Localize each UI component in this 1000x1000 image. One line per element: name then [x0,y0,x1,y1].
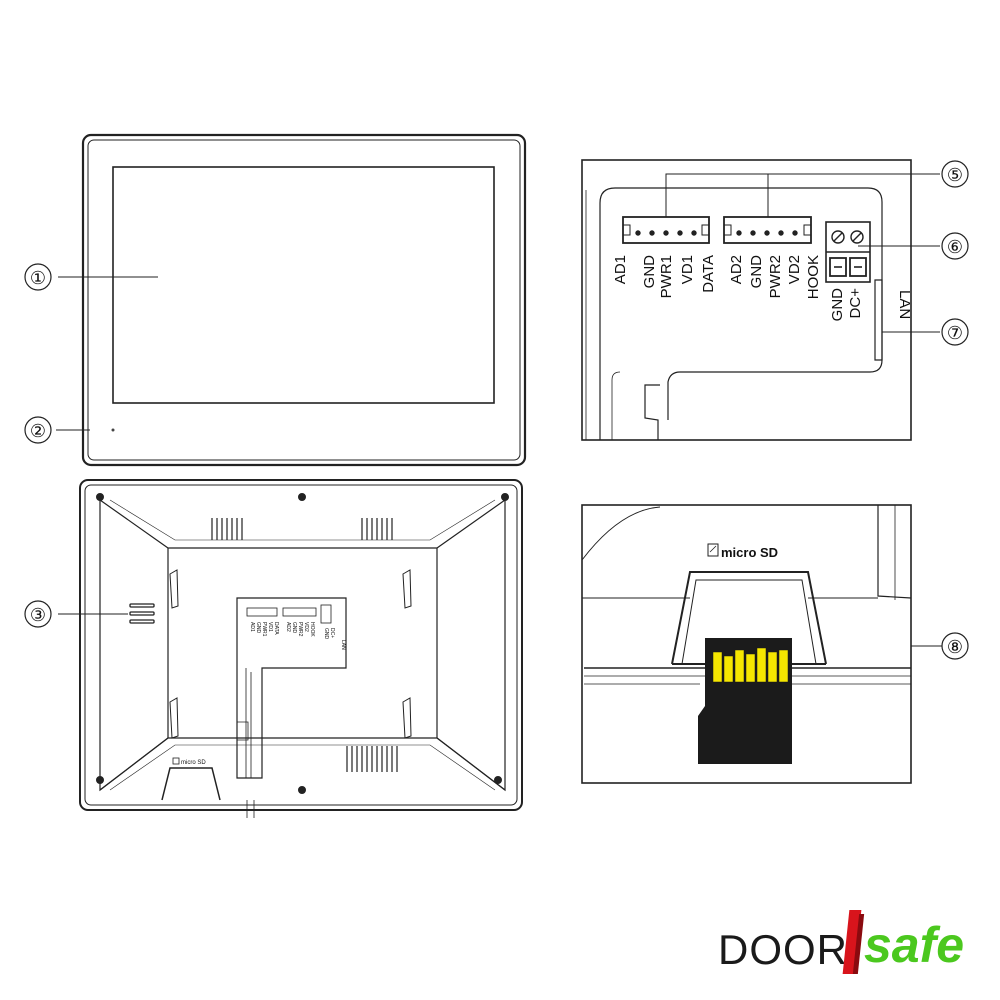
back-label-gnd1: GND [255,622,261,634]
back-sd-label: micro SD [181,760,206,766]
label-pwr2: PWR2 [767,255,784,298]
back-label-gnd2: GND [291,622,297,634]
back-label-lan: LAN [340,640,346,650]
label-vd2: VD2 [786,255,803,284]
back-label-dc: DC+ [329,628,335,638]
label-pwr1: PWR1 [658,255,675,298]
sd-label: micro SD [721,545,778,560]
label-dc: DC+ [847,288,864,319]
callout-3: ③ [30,605,46,625]
label-lan: LAN [896,290,913,319]
front-view [56,133,527,467]
label-data: DATA [700,255,717,293]
logo-door-text: DOOR [718,926,848,973]
label-ad1: AD1 [612,255,629,284]
connector-detail [581,159,940,441]
callout-1: ① [30,268,46,288]
back-label-hook: HOOK [309,622,315,637]
label-gnd2: GND [748,255,765,289]
back-label-pwr1: PWR1 [261,622,267,637]
callout-7: ⑦ [947,323,963,343]
callout-2: ② [30,421,46,441]
back-label-pwr2: PWR2 [297,622,303,637]
back-label-ad1: AD1 [249,622,255,632]
back-label-gnd-power: GND [323,628,329,640]
callout-8: ⑧ [947,637,963,657]
logo-safe-text: safe [864,917,965,973]
back-label-vd2: VD2 [303,622,309,632]
sd-contacts [712,647,789,683]
back-label-data: DATA [273,622,279,635]
back-label-ad2: AD2 [285,622,291,632]
micro-sd-card [698,638,792,764]
back-small-labels: AD1 GND PWR1 VD1 DATA AD2 GND PWR2 VD2 H… [249,622,346,650]
callout-5: ⑤ [947,165,963,185]
connector-labels: AD1 GND PWR1 VD1 DATA AD2 GND PWR2 VD2 H… [612,255,913,322]
label-gnd-power: GND [829,288,846,322]
back-label-vd1: VD1 [267,622,273,632]
back-view [58,479,523,818]
microphone-hole [111,428,115,432]
callout-6: ⑥ [947,237,963,257]
doorsafe-logo: DOOR safe [718,910,988,978]
label-gnd1: GND [641,255,658,289]
callouts: ① ② ③ ⑤ ⑥ ⑦ ⑧ [24,160,969,660]
label-ad2: AD2 [728,255,745,284]
sd-detail [581,504,942,784]
label-vd1: VD1 [679,255,696,284]
screen [112,166,495,404]
label-hook: HOOK [805,255,822,299]
